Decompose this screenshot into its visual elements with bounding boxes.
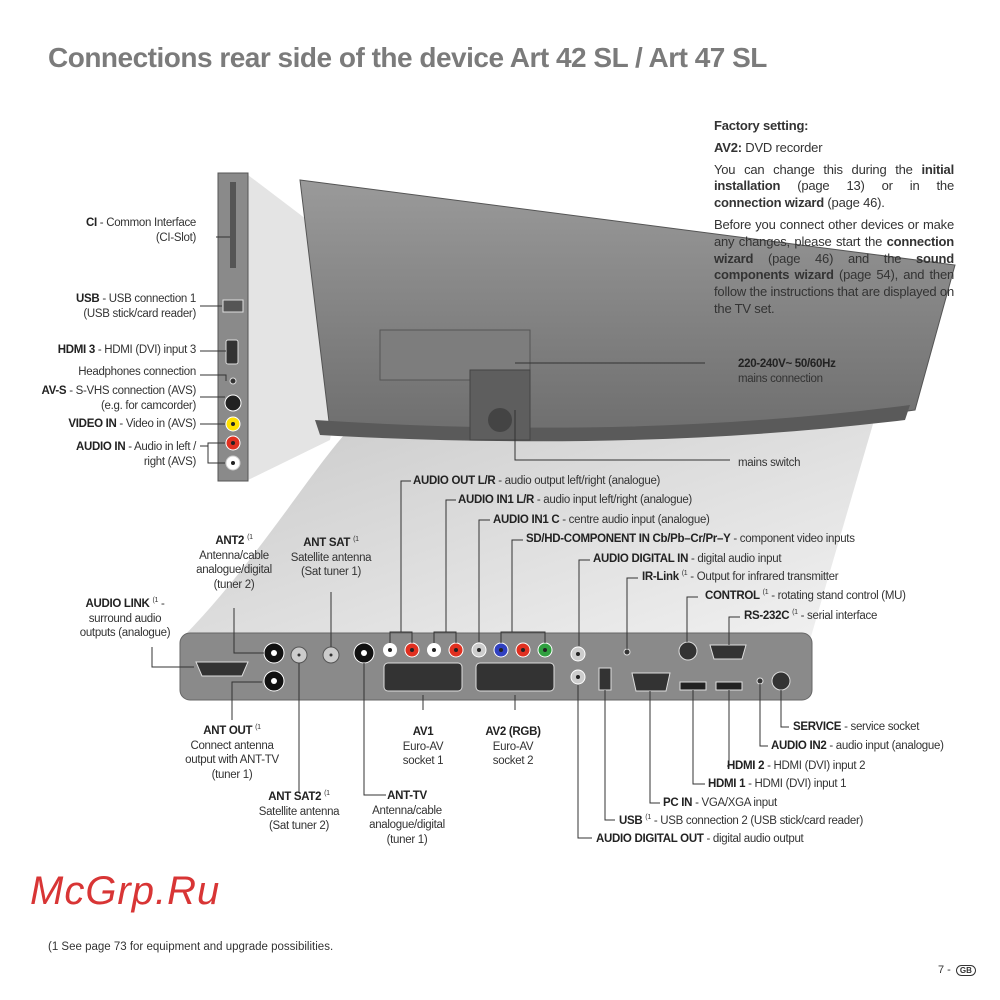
- component-in-label: SD/HD-COMPONENT IN Cb/Pb–Cr/Pr–Y - compo…: [526, 533, 855, 545]
- audio-digital-in-label: AUDIO DIGITAL IN - digital audio input: [593, 553, 782, 565]
- avs-label: AV-S - S-VHS connection (AVS)(e.g. for c…: [41, 385, 197, 412]
- usb2-label: USB (1 - USB connection 2 (USB stick/car…: [619, 814, 863, 827]
- ci-label: CI - Common Interface(CI-Slot): [85, 217, 196, 244]
- ir-link-label: IR-Link (1 - Output for infrared transmi…: [642, 570, 839, 583]
- page-title: Connections rear side of the device Art …: [48, 42, 767, 73]
- hdmi3-label: HDMI 3 - HDMI (DVI) input 3: [57, 344, 197, 356]
- mains-switch-label: mains switch: [738, 457, 801, 469]
- audio-in-label: AUDIO IN - Audio in left /right (AVS): [75, 441, 196, 468]
- pc-in-label: PC IN - VGA/XGA input: [663, 797, 777, 809]
- rs232c-label: RS-232C (1 - serial interface: [744, 609, 878, 622]
- hdmi1-label: HDMI 1 - HDMI (DVI) input 1: [708, 778, 847, 790]
- factory-setting-text: Factory setting: AV2: DVD recorder You c…: [714, 118, 955, 316]
- page-number: 7 - GB: [938, 964, 976, 976]
- video-in-label: VIDEO IN - Video in (AVS): [68, 418, 196, 430]
- audio-out-lr-label: AUDIO OUT L/R - audio output left/right …: [413, 475, 661, 487]
- audio-digital-out-label: AUDIO DIGITAL OUT - digital audio output: [596, 833, 804, 845]
- audio-in1-c-label: AUDIO IN1 C - centre audio input (analog…: [493, 514, 710, 526]
- watermark: McGrp.Ru: [30, 869, 221, 913]
- audio-in2-label: AUDIO IN2 - audio input (analogue): [771, 740, 944, 752]
- gb-badge: GB: [955, 965, 976, 976]
- hdmi2-label: HDMI 2 - HDMI (DVI) input 2: [727, 760, 866, 772]
- headphones-label: Headphones connection: [78, 366, 196, 378]
- audio-in1-lr-label: AUDIO IN1 L/R - audio input left/right (…: [458, 494, 692, 506]
- footnote: (1 See page 73 for equipment and upgrade…: [48, 941, 334, 953]
- control-label: CONTROL (1 - rotating stand control (MU): [705, 589, 906, 602]
- service-label: SERVICE - service socket: [793, 721, 920, 733]
- usb1-label: USB - USB connection 1(USB stick/card re…: [76, 293, 196, 320]
